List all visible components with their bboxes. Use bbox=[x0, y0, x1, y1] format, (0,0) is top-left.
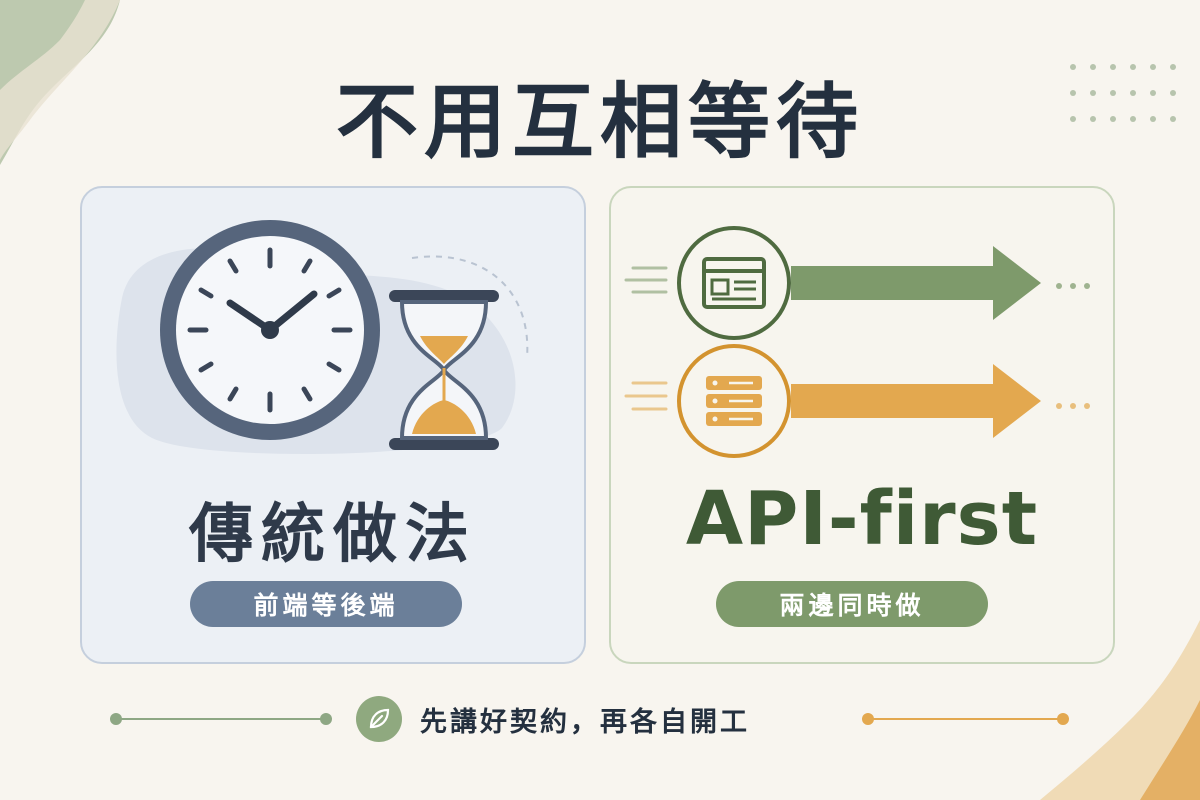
server-icon bbox=[677, 344, 791, 458]
dot-grid-decoration bbox=[1070, 64, 1176, 122]
footer-divider-dot bbox=[862, 713, 874, 725]
traditional-approach-card: 傳統做法 前端等後端 bbox=[80, 186, 586, 664]
api-first-card: API-first 兩邊同時做 bbox=[609, 186, 1115, 664]
frontend-waits-backend-pill: 前端等後端 bbox=[190, 581, 462, 627]
footer-divider-dot bbox=[320, 713, 332, 725]
footer-message: 先講好契約，再各自開工 bbox=[420, 707, 750, 738]
traditional-heading: 傳統做法 bbox=[189, 498, 477, 572]
footer-divider-dot bbox=[110, 713, 122, 725]
waiting-illustration bbox=[116, 220, 529, 455]
footer-divider-dot bbox=[1057, 713, 1069, 725]
page-title: 不用互相等待 bbox=[335, 75, 864, 170]
leaf-icon bbox=[356, 696, 402, 742]
footer-divider-left bbox=[116, 718, 326, 720]
bottom-right-decoration bbox=[1040, 620, 1200, 800]
browser-window-icon bbox=[677, 226, 791, 340]
footer-divider-right bbox=[868, 718, 1063, 720]
api-first-heading: API-first bbox=[685, 476, 1039, 562]
top-left-decoration bbox=[0, 0, 120, 165]
clock-icon bbox=[160, 220, 380, 440]
parallel-work-illustration bbox=[624, 226, 1090, 458]
hourglass-icon bbox=[389, 290, 499, 450]
both-sides-parallel-pill: 兩邊同時做 bbox=[716, 581, 988, 627]
